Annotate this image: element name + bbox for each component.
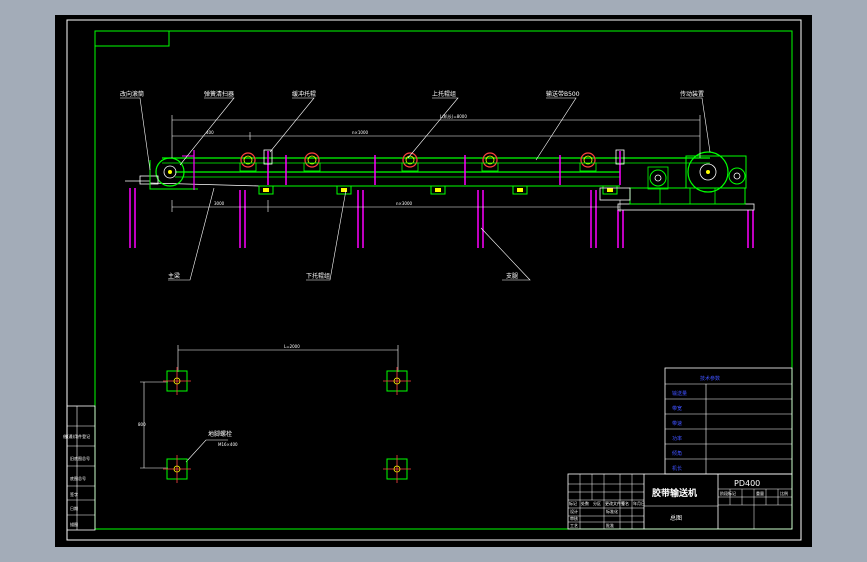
anchor-bolt-3 [163,455,191,483]
dim-lower2: n×3000 [396,201,413,206]
tb-stage-0: 阶段标记 [720,490,736,496]
lower-idler-5 [602,185,618,195]
tb-signer-1: 审核 [570,515,578,521]
dim-lower1: 3000 [214,201,225,206]
tb-header-5: 年月日 [633,500,645,506]
side-cell-2: 底图总号 [70,475,86,481]
lower-idler-3 [430,185,446,195]
tb-signer-0: 设计 [570,508,578,514]
tb-header-3: 更改文件号 [605,500,625,506]
lower-idler-sets [258,185,618,195]
anchor-bolts [163,367,411,483]
foundation-plan-view: L=2000 800 地脚螺栓 M16×400 [138,344,411,483]
upper-idler-5 [579,152,597,172]
tb-signer-2: 工艺 [570,523,578,528]
side-cell-5: 描图 [70,521,78,527]
tb-approve: 批准 [606,522,614,528]
tech-row-3: 功率 [672,435,682,442]
side-cell-1: 旧底图总号 [70,455,90,461]
anchor-bolt-2 [383,367,411,395]
title-block: 标记 处数 分区 更改文件号 签名 年月日 设计 审核 工艺 标准化 批准 胶带… [567,473,793,530]
inner-frame [94,30,793,530]
tb-stage-2: 比例 [780,490,788,496]
tb-machine-name: 胶带输送机 [652,487,697,499]
label-spring-cleaner: 弹簧清扫器 [204,90,234,98]
label-support-leg: 支腿 [506,272,518,280]
upper-idler-4 [481,152,499,172]
dim-plan-depth: 800 [138,422,146,427]
label-anchor: 地脚螺栓 [208,430,232,438]
label-buffer-idler: 缓冲托辊 [292,90,316,98]
label-drive-unit: 传动装置 [680,90,704,98]
label-anchor-spec: M16×400 [218,442,238,447]
tech-title: 技术参数 [700,375,720,382]
tb-model: PD400 [734,479,760,488]
outer-frame [66,19,802,541]
side-cell-0: 借(通)用件登记 [63,433,90,439]
side-cell-3: 签字 [70,491,78,497]
anchor-bolt-4 [383,455,411,483]
tech-row-5: 机长 [672,465,682,472]
support-legs [129,188,754,248]
tech-row-2: 带速 [672,421,682,427]
label-main-frame: 主梁 [168,272,180,280]
tb-header-2: 分区 [593,500,601,506]
tb-header-4: 签名 [621,500,629,506]
drawing-code-box [94,30,170,47]
lower-idler-1 [258,185,274,195]
label-upper-idler: 上托辊组 [432,90,456,98]
label-tail-roller: 改向滚筒 [120,90,144,98]
lower-idler-4 [512,185,528,195]
label-belt: 输送带B500 [546,90,580,98]
label-lower-idler: 下托辊组 [306,272,330,280]
upper-idler-sets [239,152,597,172]
side-cell-4: 日期 [70,505,78,511]
drawing-sheet [55,15,812,547]
side-elevation-view: L(机长)=8000 400 n×1000 3000 n×3000 改向滚筒 弹… [120,90,755,281]
anchor-bolt-1 [163,367,191,395]
tb-stage-1: 重量 [756,490,764,496]
dim-plan-width: L=2000 [284,344,300,349]
leader-lines [120,97,711,281]
tech-row-1: 带宽 [672,405,682,412]
tb-header-1: 处数 [581,500,589,506]
tech-parameter-table: 技术参数 输送量 带宽 带速 功率 倾角 机长 [664,367,793,475]
tb-header-0: 标记 [569,500,577,506]
tech-row-4: 倾角 [672,450,682,457]
dim-seg2: n×1000 [352,130,369,135]
dim-seg1: 400 [206,130,214,135]
tb-drawing-name: 总图 [670,514,682,522]
upper-idler-1 [239,152,257,172]
upper-idler-2 [303,152,321,172]
dim-overall-length: L(机长)=8000 [440,113,467,119]
tech-row-0: 输送量 [672,390,687,397]
lower-idler-2 [336,185,352,195]
dimension-lines [171,115,701,212]
tb-standardize: 标准化 [606,508,618,514]
side-registration-table: 借(通)用件登记 旧底图总号 底图总号 签字 日期 描图 [63,405,96,531]
